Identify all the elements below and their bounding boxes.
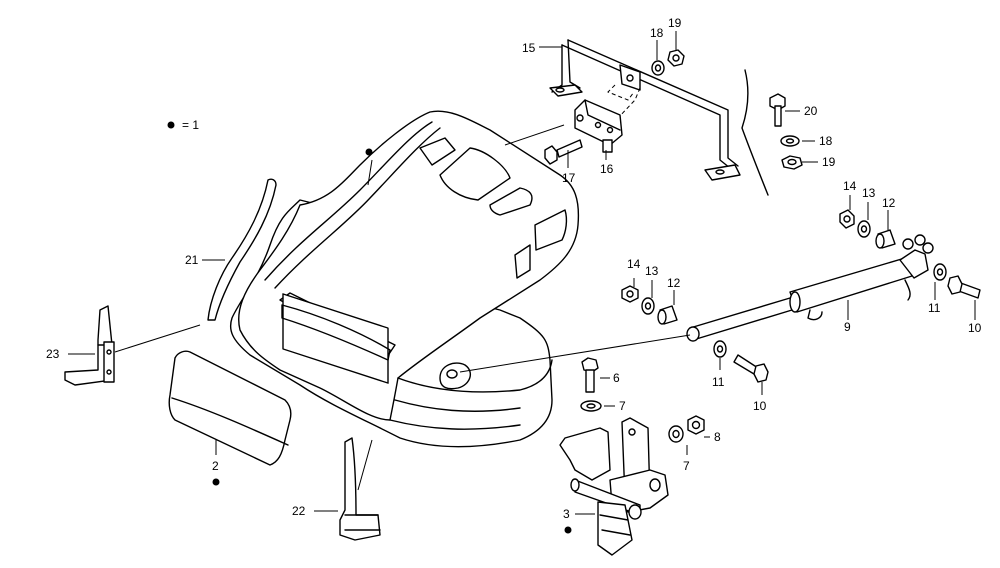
cab-edge-line [741, 69, 769, 196]
part-10-bolt-upper [947, 275, 981, 299]
part-8-nut [687, 415, 705, 435]
callout-8: 8 [714, 430, 721, 444]
callout-18-right: 18 [819, 134, 833, 148]
callout-16: 16 [600, 162, 614, 176]
callout-7-right: 7 [683, 459, 690, 473]
part-21-seal-strip [207, 178, 277, 321]
part-18-washer-right [780, 135, 800, 147]
callout-7-left: 7 [619, 399, 626, 413]
part-16-hinge-plate [574, 99, 623, 153]
hood-front-window [282, 293, 389, 384]
part-13-washer-upper [857, 220, 871, 238]
callout-17: 17 [562, 171, 576, 185]
callout-19-right: 19 [822, 155, 836, 169]
callout-18-top: 18 [650, 26, 664, 40]
part-11-washer-lower [713, 340, 727, 358]
callout-11-lower: 11 [712, 375, 725, 389]
part-9-gas-strut [686, 234, 934, 342]
legend-dot [167, 121, 175, 129]
callout-13-upper: 13 [862, 186, 876, 200]
part-12-bushing-upper [875, 229, 896, 249]
part-10-bolt-lower [733, 354, 769, 383]
callout-11-upper: 11 [928, 301, 941, 315]
callout-21: 21 [185, 253, 199, 267]
part-15-grab-handle [549, 39, 741, 181]
callout-12-upper: 12 [882, 196, 896, 210]
part-19-nut-right [781, 155, 803, 170]
part-7-washer-right [668, 425, 684, 443]
part-18-washer-top [651, 60, 665, 76]
part-12-bushing-lower [657, 305, 678, 325]
callout-14-lower: 14 [627, 257, 641, 271]
part-2-front-grille [168, 350, 292, 466]
part-14-nut-lower [621, 285, 639, 303]
legend: = 1 [167, 118, 199, 132]
part-22-bracket [339, 437, 381, 541]
marker-dot-part-3 [564, 526, 572, 534]
callout-3: 3 [563, 507, 570, 521]
callout-10-upper: 10 [968, 321, 982, 335]
callout-15: 15 [522, 41, 536, 55]
part-11-washer-upper [933, 263, 947, 281]
legend-text: = 1 [182, 118, 199, 132]
part-19-nut-top [667, 49, 685, 67]
marker-dot-hood [365, 148, 373, 156]
part-13-washer-lower [641, 297, 655, 315]
part-17-bolt [544, 139, 583, 165]
callout-labels: 15 18 19 17 16 20 18 19 14 13 12 21 14 1… [46, 16, 982, 521]
part-7-washer-left [580, 400, 602, 412]
marker-dots [212, 148, 572, 534]
part-20-bolt [769, 93, 786, 127]
callout-12-lower: 12 [667, 276, 681, 290]
part-14-nut-upper [839, 209, 855, 229]
part-3-hinge-assembly [559, 417, 669, 556]
callout-10-lower: 10 [753, 399, 767, 413]
callout-19-top: 19 [668, 16, 682, 30]
hood-cover [229, 110, 580, 448]
marker-dot-part-2 [212, 478, 220, 486]
callout-13-lower: 13 [645, 264, 659, 278]
callout-23: 23 [46, 347, 60, 361]
callout-9: 9 [844, 320, 851, 334]
leader-lines [68, 31, 976, 515]
callout-22: 22 [292, 504, 306, 518]
callout-2: 2 [212, 459, 219, 473]
callout-14-upper: 14 [843, 179, 857, 193]
part-23-bracket [64, 305, 115, 386]
callout-6: 6 [613, 371, 620, 385]
part-6-bolt [581, 357, 599, 393]
callout-20: 20 [804, 104, 818, 118]
